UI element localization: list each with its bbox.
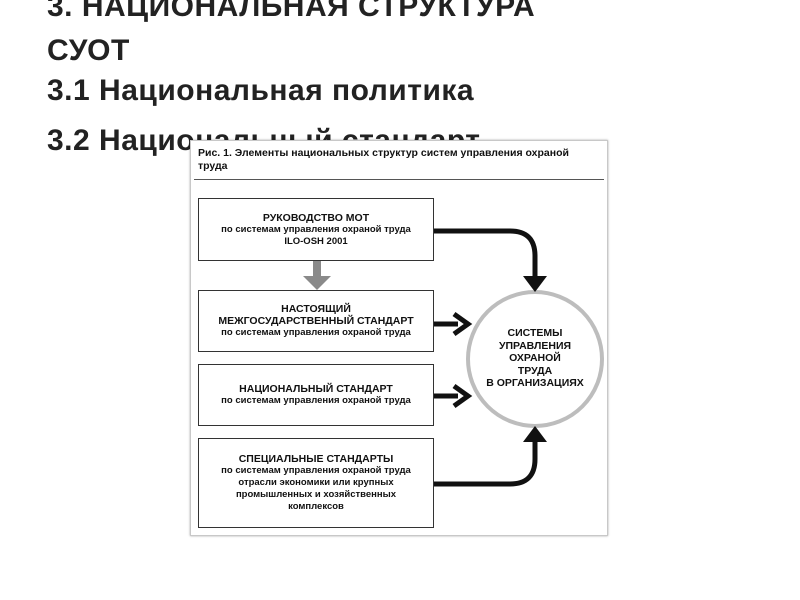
box-special-line-3: промышленных и хозяйственных: [235, 489, 397, 500]
arrow-box4-to-circle: [434, 438, 538, 487]
arrow-box3-to-circle: [434, 383, 473, 409]
box-special-title: СПЕЦИАЛЬНЫЕ СТАНДАРТЫ: [238, 453, 394, 465]
box-special-standards: СПЕЦИАЛЬНЫЕ СТАНДАРТЫ по системам управл…: [198, 438, 434, 528]
box-special-line-1: по системам управления охраной труда: [221, 465, 411, 476]
box-interstate-standard: НАСТОЯЩИЙ МЕЖГОСУДАРСТВЕННЫЙ СТАНДАРТ по…: [198, 290, 434, 352]
circle-label-line-2: УПРАВЛЕНИЯ: [498, 339, 572, 352]
subheading-national-policy: 3.1 Национальная политика: [47, 74, 475, 107]
circle-label: СИСТЕМЫ УПРАВЛЕНИЯ ОХРАНОЙ ТРУДА В ОРГАН…: [475, 327, 595, 390]
circle-label-line-1: СИСТЕМЫ: [507, 327, 563, 339]
circle-label-line-5: В ОРГАНИЗАЦИЯХ: [486, 377, 584, 389]
circle-label-line-3: ОХРАНОЙ: [509, 352, 561, 364]
box-ilo-guidelines: РУКОВОДСТВО МОТ по системам управления о…: [198, 198, 434, 261]
circle-label-line-4: ТРУДА: [517, 364, 553, 377]
caption-divider: [194, 179, 604, 180]
box-interstate-line-1: МЕЖГОСУДАРСТВЕННЫЙ СТАНДАРТ: [218, 315, 414, 327]
box-national-line-1: по системам управления охраной труда: [221, 395, 411, 406]
box-ilo-title: РУКОВОДСТВО МОТ: [262, 211, 370, 224]
arrow-box1-to-circle: [434, 228, 538, 280]
box-national-title: НАЦИОНАЛЬНЫЙ СТАНДАРТ: [239, 383, 393, 395]
slide-heading-line-1: 3. НАЦИОНАЛЬНАЯ СТРУКТУРА: [47, 0, 536, 23]
box-ilo-line-2: ILO-OSH 2001: [284, 235, 348, 247]
diagram-connectors: [303, 228, 604, 487]
arrow-box1-head: [523, 276, 547, 292]
box-national-standard: НАЦИОНАЛЬНЫЙ СТАНДАРТ по системам управл…: [198, 364, 434, 426]
box-interstate-line-2: по системам управления охраной труда: [221, 327, 411, 338]
box-ilo-line-1: по системам управления охраной труда: [221, 223, 411, 235]
box-special-line-4: комплексов: [288, 501, 344, 512]
slide-heading-line-2: СУОТ: [47, 34, 130, 67]
arrow-box2-to-circle: [434, 311, 473, 337]
box-special-line-2: отрасли экономики или крупных: [238, 477, 394, 488]
arrow-box4-head: [523, 426, 547, 442]
box-interstate-title: НАСТОЯЩИЙ: [281, 303, 351, 315]
figure-diagram: Рис. 1. Элементы национальных структур с…: [190, 140, 608, 536]
figure-frame: [190, 140, 608, 536]
gray-down-arrow: [303, 261, 331, 290]
figure-caption: Рис. 1. Элементы национальных структур с…: [198, 147, 569, 172]
